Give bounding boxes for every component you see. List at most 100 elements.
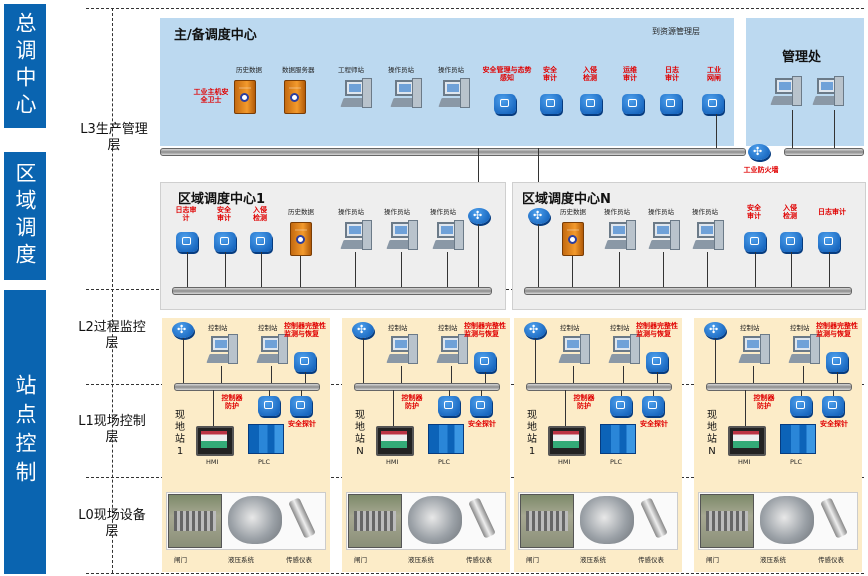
site-bus bbox=[526, 383, 672, 391]
sidebar-block-region: 区域调度 bbox=[4, 152, 46, 280]
hydraulic-label: 液压系统 bbox=[580, 556, 606, 564]
site-probe-label: 安全探针 bbox=[288, 420, 316, 428]
region1-bus bbox=[172, 287, 492, 295]
site-control-station-label: 控制站 bbox=[388, 324, 408, 332]
region1-op-station-icon bbox=[386, 220, 418, 252]
site-probe-icon bbox=[290, 396, 312, 416]
link-line bbox=[449, 390, 450, 396]
site-probe-icon bbox=[642, 396, 664, 416]
gate-image bbox=[520, 494, 574, 548]
site-control-station-icon bbox=[558, 334, 590, 366]
hmi-label: HMI bbox=[206, 458, 219, 466]
hmi-icon bbox=[728, 426, 766, 456]
region1-history-label: 历史数据 bbox=[288, 208, 314, 216]
link-line bbox=[573, 366, 574, 383]
link-line bbox=[401, 366, 402, 383]
site-name-label: 现地站N bbox=[707, 410, 717, 457]
sidebar-block-central: 总调中心 bbox=[4, 4, 46, 128]
site-integrity-label: 控制器完整性监测与恢复 bbox=[636, 322, 678, 338]
sensor-label: 传感仪表 bbox=[286, 556, 312, 564]
regionN-op-station-icon bbox=[692, 220, 724, 252]
gate-image bbox=[348, 494, 402, 548]
site-bus bbox=[706, 383, 852, 391]
link-line bbox=[538, 224, 539, 287]
sec-mgmt-label: 安全管理与态势感知 bbox=[482, 66, 532, 82]
link-line bbox=[801, 390, 802, 396]
link-line bbox=[535, 338, 536, 383]
site-name-label: 现地站N bbox=[355, 410, 365, 457]
site-name-label: 现地站1 bbox=[527, 410, 537, 457]
site-control-station-icon bbox=[436, 334, 468, 366]
link-line bbox=[792, 110, 793, 148]
l3-bus bbox=[160, 148, 746, 156]
plc-icon bbox=[248, 424, 284, 454]
hmi-icon bbox=[548, 426, 586, 456]
link-line bbox=[478, 148, 479, 210]
site-control-station-icon bbox=[256, 334, 288, 366]
site-ctrl-protect-icon bbox=[790, 396, 812, 416]
regionN-op-station-icon bbox=[648, 220, 680, 252]
hmi-label: HMI bbox=[558, 458, 571, 466]
gate-label: 闸门 bbox=[174, 556, 187, 564]
region1-op-label: 操作员站 bbox=[430, 208, 456, 216]
gate-label: 闸门 bbox=[354, 556, 367, 564]
divider-top bbox=[86, 8, 864, 9]
site-integrity-icon bbox=[826, 352, 848, 372]
sec-audit-label: 安全审计 bbox=[543, 66, 557, 82]
link-line bbox=[478, 224, 479, 287]
site-ctrl-protect-label: 控制器防护 bbox=[753, 394, 775, 410]
intrusion-label: 入侵检测 bbox=[583, 66, 597, 82]
history-label: 历史数据 bbox=[236, 66, 262, 74]
site-bus bbox=[174, 383, 320, 391]
regionN-history-label: 历史数据 bbox=[560, 208, 586, 216]
site-integrity-icon bbox=[474, 352, 496, 372]
plc-label: PLC bbox=[258, 458, 271, 466]
admin-title: 管理处 bbox=[782, 50, 822, 65]
gatekeeper-icon bbox=[702, 94, 724, 114]
regionN-bus bbox=[524, 287, 852, 295]
link-line bbox=[213, 390, 214, 426]
region1-history-server-icon bbox=[290, 222, 312, 256]
sidebar-label-central: 总调中心 bbox=[13, 12, 37, 120]
link-line bbox=[481, 390, 482, 396]
ops-audit-icon bbox=[622, 94, 644, 114]
site-probe-label: 安全探针 bbox=[640, 420, 668, 428]
log-audit-icon bbox=[660, 94, 682, 114]
site-name-label: 现地站1 bbox=[175, 410, 185, 457]
site-integrity-icon bbox=[294, 352, 316, 372]
link-line bbox=[363, 338, 364, 383]
hydraulic-image bbox=[760, 496, 814, 544]
region1-op-station-icon bbox=[432, 220, 464, 252]
regionN-log-audit-label: 日志审计 bbox=[818, 208, 846, 216]
link-line bbox=[187, 252, 188, 287]
site-switch-icon bbox=[524, 322, 546, 338]
site-integrity-icon bbox=[646, 352, 668, 372]
link-line bbox=[834, 110, 835, 148]
hydraulic-label: 液压系统 bbox=[760, 556, 786, 564]
link-line bbox=[355, 252, 356, 287]
sidebar-label-site: 站点控制 bbox=[13, 374, 37, 490]
site-ctrl-protect-label: 控制器防护 bbox=[221, 394, 243, 410]
link-line bbox=[393, 390, 394, 426]
region1-op-label: 操作员站 bbox=[384, 208, 410, 216]
link-line bbox=[833, 390, 834, 396]
admin-panel bbox=[746, 18, 864, 146]
site-integrity-label: 控制器完整性监测与恢复 bbox=[816, 322, 858, 338]
region1-title: 区域调度中心1 bbox=[178, 192, 266, 207]
regionN-intrusion-icon bbox=[780, 232, 802, 252]
regionN-intrusion-label: 入侵检测 bbox=[783, 204, 797, 220]
link-line bbox=[621, 390, 622, 396]
site-bus bbox=[354, 383, 500, 391]
hydraulic-image bbox=[580, 496, 634, 544]
link-line bbox=[538, 148, 539, 210]
link-line bbox=[305, 372, 306, 383]
db-server-label: 数据服务器 bbox=[282, 66, 315, 74]
sensor-label: 传感仪表 bbox=[638, 556, 664, 564]
site-control-station-label: 控制站 bbox=[610, 324, 630, 332]
link-line bbox=[572, 256, 573, 287]
site-integrity-label: 控制器完整性监测与恢复 bbox=[464, 322, 506, 338]
plc-label: PLC bbox=[790, 458, 803, 466]
region1-intrusion-icon bbox=[250, 232, 272, 252]
regionN-op-label: 操作员站 bbox=[604, 208, 630, 216]
link-line bbox=[271, 366, 272, 383]
